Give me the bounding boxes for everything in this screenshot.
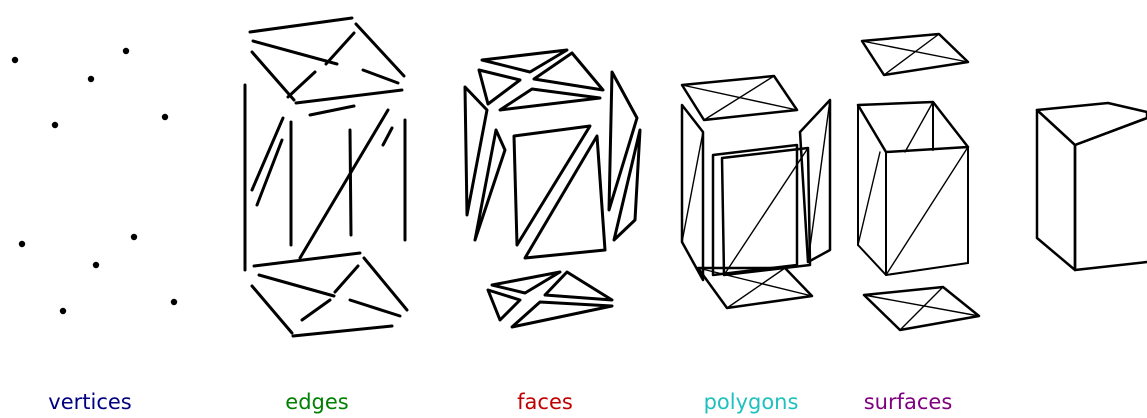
vertices-figure [12, 48, 177, 314]
edge-line [250, 18, 352, 32]
vertex-point [60, 308, 66, 314]
face-triangle [525, 136, 605, 258]
edge-line [335, 266, 358, 292]
edge-line [252, 52, 294, 100]
polygon-diagonal [724, 148, 808, 275]
surface-diagonal [905, 102, 933, 152]
vertex-point [88, 76, 94, 82]
label-surfaces: surfaces [864, 392, 953, 413]
edge-line [254, 253, 360, 266]
edge-line [363, 70, 398, 83]
cube-front-face [1075, 118, 1147, 270]
vertex-point [93, 262, 99, 268]
label-edges: edges [285, 392, 348, 413]
face-triangle [488, 290, 520, 320]
polygon-face [713, 145, 797, 275]
edge-line [293, 326, 392, 336]
polygon-face [682, 105, 703, 280]
face-triangle [514, 126, 590, 245]
edge-line [310, 106, 354, 115]
surface-patch [858, 102, 968, 152]
edge-line [253, 41, 337, 64]
edge-line [300, 110, 388, 258]
edge-line [326, 33, 354, 64]
surface-patch [862, 34, 968, 75]
surface-diagonal [886, 147, 968, 275]
edge-line [356, 24, 404, 76]
vertex-point [171, 299, 177, 305]
face-triangle [500, 89, 600, 110]
polygons-figure [682, 76, 830, 308]
edge-line [383, 128, 392, 145]
vertex-point [162, 114, 168, 120]
vertex-point [19, 241, 25, 247]
vertex-point [131, 234, 137, 240]
surfaces-figure [858, 34, 979, 330]
surface-diagonal [858, 152, 880, 245]
edge-line [288, 72, 315, 97]
edge-line [252, 286, 292, 333]
surface-edge [886, 263, 968, 275]
edge-line [350, 300, 400, 316]
vertex-point [123, 48, 129, 54]
vertex-point [12, 57, 18, 63]
polygon-face [800, 100, 830, 262]
face-triangle [482, 50, 567, 72]
label-faces: faces [517, 392, 573, 413]
edge-line [259, 275, 334, 296]
surface-edge [858, 245, 886, 275]
face-triangle [534, 53, 603, 90]
polygon-diagonal [682, 132, 703, 242]
label-vertices: vertices [48, 392, 131, 413]
edges-figure [245, 18, 407, 336]
label-polygons: polygons [704, 392, 799, 413]
edge-line [364, 258, 407, 310]
vertex-point [52, 122, 58, 128]
face-triangle [479, 70, 520, 104]
polygon-diagonal [808, 100, 830, 262]
edge-line [296, 90, 402, 103]
edge-line [350, 130, 351, 235]
cube-left-face [1037, 110, 1075, 270]
faces-figure [465, 50, 640, 327]
edge-line [302, 300, 330, 320]
solid-cube-figure [1037, 103, 1147, 270]
face-triangle [609, 72, 637, 210]
face-triangle [512, 302, 612, 327]
